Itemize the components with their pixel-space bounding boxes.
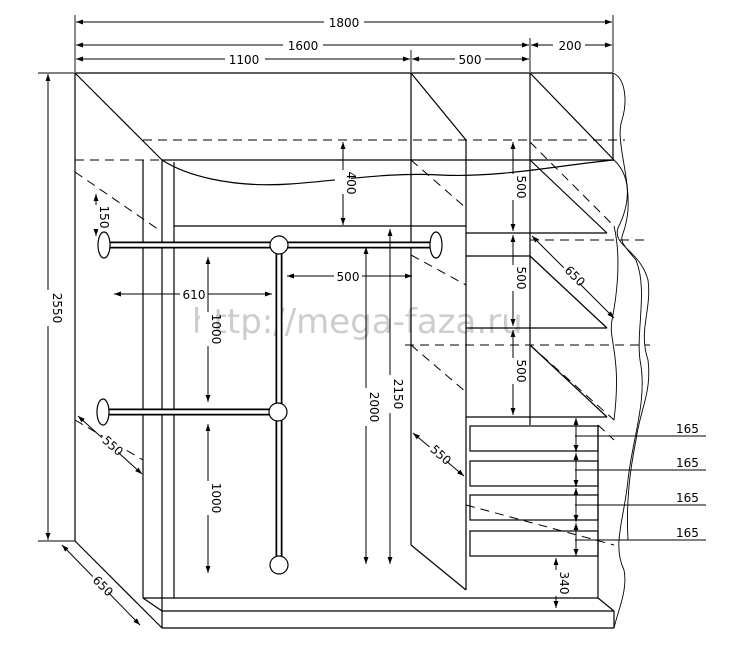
label-150: 150 [97, 206, 111, 229]
hanging-rods [96, 231, 443, 575]
drawer-1 [469, 425, 599, 452]
label-shelf-500-2: 500 [514, 267, 528, 290]
label-2550: 2550 [50, 293, 64, 324]
drawer-4 [469, 530, 599, 557]
drawers: 165 165 165 165 [469, 418, 706, 557]
label-340: 340 [557, 572, 571, 595]
label-drawer-165-3: 165 [676, 491, 699, 505]
label-200: 200 [559, 39, 582, 53]
drawer-2 [469, 460, 599, 487]
rod-end-upper-left [97, 231, 111, 259]
label-500-rail: 500 [337, 270, 360, 284]
label-drawer-165-1: 165 [676, 422, 699, 436]
label-shelf-500-3: 500 [514, 360, 528, 383]
label-shelf-500-1: 500 [514, 176, 528, 199]
height-dimension: 2550 [38, 72, 75, 542]
wardrobe-carcass [74, 72, 615, 629]
rod-joint-middle [268, 402, 288, 422]
door-curves [161, 72, 650, 629]
label-2150: 2150 [391, 379, 405, 410]
rod-end-upper-right [429, 231, 443, 259]
label-2000: 2000 [367, 392, 381, 423]
label-500-top: 500 [459, 53, 482, 67]
top-dimensions: 1800 1600 200 1100 500 [74, 15, 614, 72]
drawer-3 [469, 494, 599, 521]
rod-end-lower-left [96, 398, 110, 426]
label-drawer-165-2: 165 [676, 456, 699, 470]
label-1000-upper: 1000 [209, 314, 223, 345]
interior-dimensions: 400 150 610 500 1000 1000 2000 2150 500 [61, 142, 615, 626]
rod-joint-top [269, 235, 289, 255]
label-drawer-165-4: 165 [676, 526, 699, 540]
label-400: 400 [344, 172, 358, 195]
label-1800: 1800 [329, 16, 360, 30]
hidden-lines [74, 139, 650, 546]
label-1000-lower: 1000 [209, 483, 223, 514]
label-1600: 1600 [288, 39, 319, 53]
label-610: 610 [183, 288, 206, 302]
label-1100: 1100 [229, 53, 260, 67]
watermark: http://mega-faza.ru [192, 302, 523, 342]
rod-end-bottom [269, 555, 289, 575]
